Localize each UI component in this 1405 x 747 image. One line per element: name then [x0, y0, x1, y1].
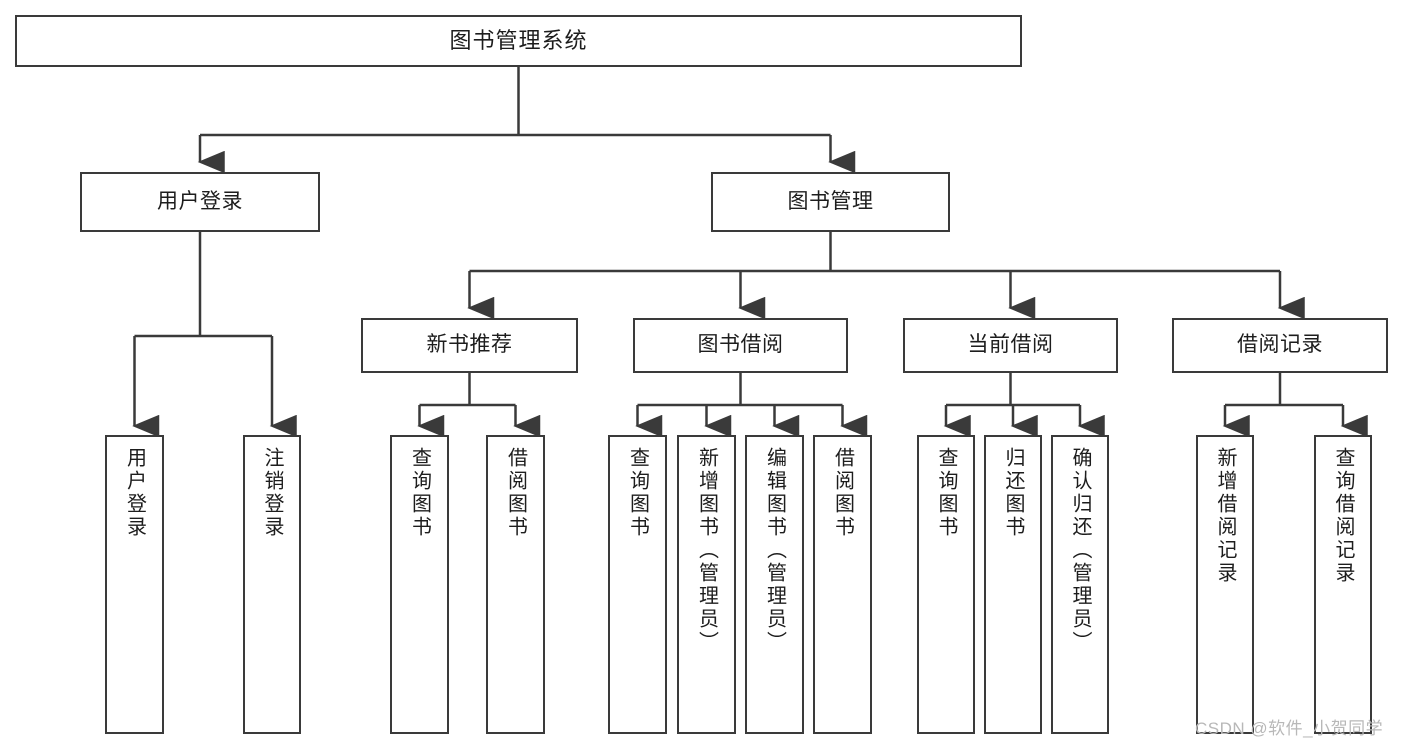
- csdn-watermark: CSDN @软件_小贺同学: [1195, 719, 1384, 738]
- node-leaf-borrow-book-recommend-label: 借阅图书: [504, 447, 527, 539]
- node-leaf-return-book-label: 归还图书: [1002, 447, 1024, 539]
- node-leaf-edit-book-admin[interactable]: 编辑图书（管理员）: [745, 435, 804, 734]
- node-leaf-add-borrow-record[interactable]: 新增借阅记录: [1196, 435, 1254, 734]
- node-leaf-edit-book-admin-label: 编辑图书（管理员）: [763, 447, 786, 654]
- node-leaf-user-login[interactable]: 用户登录: [105, 435, 164, 734]
- node-root[interactable]: 图书管理系统: [15, 15, 1022, 67]
- node-leaf-query-book-recommend[interactable]: 查询图书: [390, 435, 449, 734]
- node-leaf-query-book-borrow-label: 查询图书: [626, 447, 649, 539]
- node-leaf-logout-login[interactable]: 注销登录: [243, 435, 301, 734]
- node-current-borrow[interactable]: 当前借阅: [903, 318, 1118, 373]
- node-leaf-return-book[interactable]: 归还图书: [984, 435, 1042, 734]
- node-book-borrow[interactable]: 图书借阅: [633, 318, 848, 373]
- node-new-book-recommend-label: 新书推荐: [426, 333, 513, 357]
- node-leaf-user-login-label: 用户登录: [123, 447, 146, 539]
- node-new-book-recommend[interactable]: 新书推荐: [361, 318, 578, 373]
- node-leaf-borrow-book-recommend[interactable]: 借阅图书: [486, 435, 545, 734]
- node-borrow-record-label: 借阅记录: [1237, 333, 1323, 357]
- node-leaf-confirm-return-admin[interactable]: 确认归还（管理员）: [1051, 435, 1109, 734]
- node-leaf-add-borrow-record-label: 新增借阅记录: [1214, 447, 1236, 585]
- node-leaf-logout-login-label: 注销登录: [261, 447, 283, 539]
- node-book-management[interactable]: 图书管理: [711, 172, 950, 232]
- node-leaf-query-borrow-record-label: 查询借阅记录: [1332, 447, 1354, 585]
- node-leaf-confirm-return-admin-label: 确认归还（管理员）: [1069, 447, 1091, 654]
- node-root-label: 图书管理系统: [449, 28, 588, 54]
- node-leaf-query-book-recommend-label: 查询图书: [408, 447, 431, 539]
- node-borrow-record[interactable]: 借阅记录: [1172, 318, 1388, 373]
- node-book-borrow-label: 图书借阅: [697, 333, 784, 357]
- node-book-management-label: 图书管理: [787, 189, 874, 213]
- node-leaf-add-book-admin[interactable]: 新增图书（管理员）: [677, 435, 736, 734]
- node-leaf-borrow-book-label: 借阅图书: [831, 447, 854, 539]
- node-leaf-borrow-book[interactable]: 借阅图书: [813, 435, 872, 734]
- node-leaf-query-book-borrow[interactable]: 查询图书: [608, 435, 667, 734]
- node-user-login-label: 用户登录: [157, 189, 243, 213]
- node-current-borrow-label: 当前借阅: [967, 333, 1054, 357]
- node-leaf-add-book-admin-label: 新增图书（管理员）: [695, 447, 718, 654]
- node-user-login[interactable]: 用户登录: [80, 172, 320, 232]
- node-leaf-query-book-current-label: 查询图书: [935, 447, 957, 539]
- node-leaf-query-borrow-record[interactable]: 查询借阅记录: [1314, 435, 1372, 734]
- node-leaf-query-book-current[interactable]: 查询图书: [917, 435, 975, 734]
